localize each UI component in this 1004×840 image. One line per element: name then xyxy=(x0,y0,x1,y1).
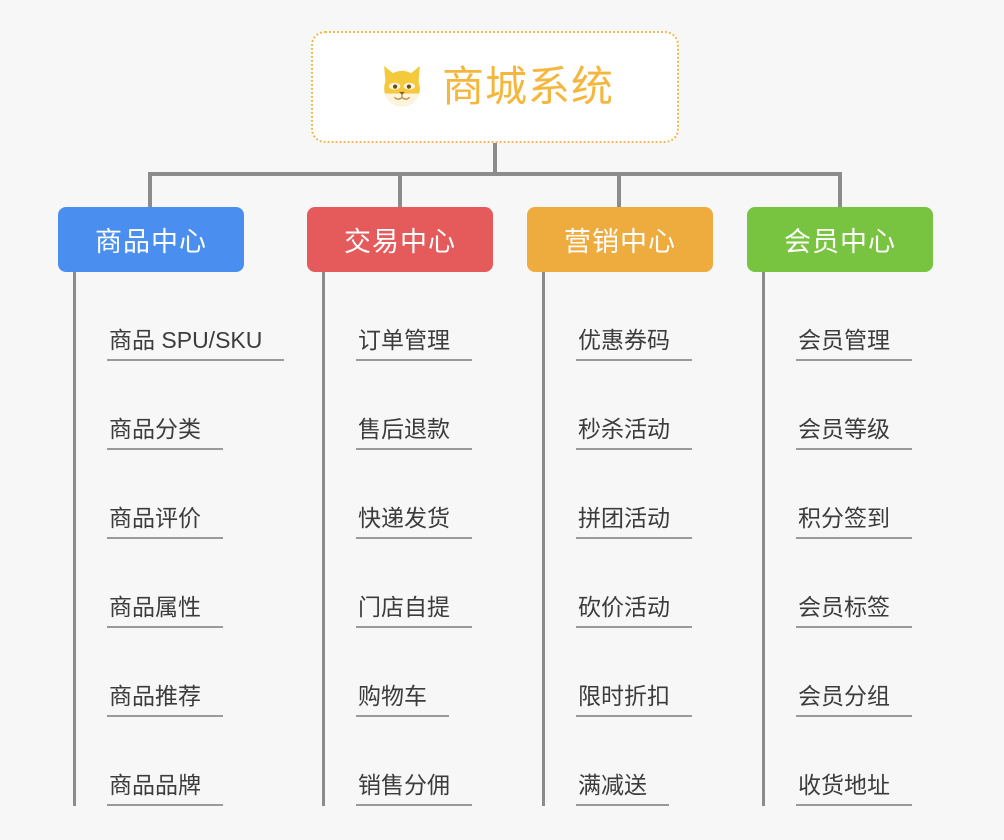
column-items-marketing-center: 优惠券码 秒杀活动 拼团活动 砍价活动 限时折扣 满减送 xyxy=(542,272,713,806)
column-header-label: 交易中心 xyxy=(344,227,456,257)
list-item-label: 拼团活动 xyxy=(576,507,692,539)
column-header-label: 商品中心 xyxy=(95,227,207,257)
column-items-product-center: 商品 SPU/SKU 商品分类 商品评价 商品属性 商品推荐 商品品牌 xyxy=(73,272,285,806)
column-spine xyxy=(322,272,325,806)
list-item-label: 商品品牌 xyxy=(107,774,223,806)
column-header-product-center[interactable]: 商品中心 xyxy=(58,207,244,272)
list-item-label: 收货地址 xyxy=(796,774,912,806)
list-item-label: 销售分佣 xyxy=(356,774,472,806)
connector-drop-3 xyxy=(617,172,621,209)
list-item[interactable]: 会员分组 xyxy=(762,628,933,717)
list-item[interactable]: 订单管理 xyxy=(322,272,493,361)
list-item[interactable]: 商品属性 xyxy=(73,539,244,628)
list-item-label: 购物车 xyxy=(356,685,449,717)
list-item-label: 限时折扣 xyxy=(576,685,692,717)
list-item-label: 砍价活动 xyxy=(576,596,692,628)
column-header-label: 营销中心 xyxy=(564,227,676,257)
list-item[interactable]: 门店自提 xyxy=(322,539,493,628)
list-item-label: 商品 SPU/SKU xyxy=(107,329,285,361)
connector-drop-1 xyxy=(148,172,152,209)
connector-drop-2 xyxy=(398,172,402,209)
list-item[interactable]: 秒杀活动 xyxy=(542,361,713,450)
list-item[interactable]: 限时折扣 xyxy=(542,628,713,717)
list-item-label: 会员等级 xyxy=(796,418,912,450)
list-item[interactable]: 会员等级 xyxy=(762,361,933,450)
shiba-dog-face-icon xyxy=(384,65,420,107)
list-item-label: 会员标签 xyxy=(796,596,912,628)
list-item-label: 积分签到 xyxy=(796,507,912,539)
list-item-label: 订单管理 xyxy=(356,329,472,361)
list-item-label: 优惠券码 xyxy=(576,329,692,361)
column-spine xyxy=(762,272,765,806)
list-item[interactable]: 商品 SPU/SKU xyxy=(73,272,285,361)
list-item[interactable]: 快递发货 xyxy=(322,450,493,539)
root-node[interactable]: 商城系统 xyxy=(311,31,679,143)
list-item-label: 商品评价 xyxy=(107,507,223,539)
list-item[interactable]: 商品分类 xyxy=(73,361,244,450)
list-item-label: 商品分类 xyxy=(107,418,223,450)
column-header-trade-center[interactable]: 交易中心 xyxy=(307,207,493,272)
column-header-member-center[interactable]: 会员中心 xyxy=(747,207,933,272)
list-item[interactable]: 商品品牌 xyxy=(73,717,244,806)
list-item[interactable]: 砍价活动 xyxy=(542,539,713,628)
list-item[interactable]: 积分签到 xyxy=(762,450,933,539)
list-item-label: 售后退款 xyxy=(356,418,472,450)
list-item-label: 商品推荐 xyxy=(107,685,223,717)
list-item[interactable]: 会员标签 xyxy=(762,539,933,628)
connector-root-stem xyxy=(493,143,497,174)
column-spine xyxy=(542,272,545,806)
list-item[interactable]: 优惠券码 xyxy=(542,272,713,361)
list-item[interactable]: 销售分佣 xyxy=(322,717,493,806)
root-title: 商城系统 xyxy=(441,63,614,110)
list-item[interactable]: 售后退款 xyxy=(322,361,493,450)
column-trade-center: 交易中心 订单管理 售后退款 快递发货 门店自提 购物车 销售分佣 xyxy=(307,207,493,806)
column-items-trade-center: 订单管理 售后退款 快递发货 门店自提 购物车 销售分佣 xyxy=(322,272,493,806)
connector-horizontal-bar xyxy=(148,172,842,176)
column-spine xyxy=(73,272,76,806)
list-item-label: 满减送 xyxy=(576,774,669,806)
list-item-label: 快递发货 xyxy=(356,507,472,539)
list-item-label: 会员管理 xyxy=(796,329,912,361)
list-item[interactable]: 满减送 xyxy=(542,717,713,806)
list-item-label: 会员分组 xyxy=(796,685,912,717)
column-member-center: 会员中心 会员管理 会员等级 积分签到 会员标签 会员分组 收货地址 xyxy=(747,207,933,806)
list-item[interactable]: 购物车 xyxy=(322,628,493,717)
list-item[interactable]: 会员管理 xyxy=(762,272,933,361)
list-item-label: 秒杀活动 xyxy=(576,418,692,450)
column-items-member-center: 会员管理 会员等级 积分签到 会员标签 会员分组 收货地址 xyxy=(762,272,933,806)
connector-drop-4 xyxy=(838,172,842,209)
list-item[interactable]: 拼团活动 xyxy=(542,450,713,539)
column-header-label: 会员中心 xyxy=(784,227,896,257)
list-item[interactable]: 收货地址 xyxy=(762,717,933,806)
list-item-label: 商品属性 xyxy=(107,596,223,628)
list-item[interactable]: 商品评价 xyxy=(73,450,244,539)
column-header-marketing-center[interactable]: 营销中心 xyxy=(527,207,713,272)
column-marketing-center: 营销中心 优惠券码 秒杀活动 拼团活动 砍价活动 限时折扣 满减送 xyxy=(527,207,713,806)
list-item-label: 门店自提 xyxy=(356,596,472,628)
column-product-center: 商品中心 商品 SPU/SKU 商品分类 商品评价 商品属性 商品推荐 商品品牌 xyxy=(58,207,285,806)
list-item[interactable]: 商品推荐 xyxy=(73,628,244,717)
